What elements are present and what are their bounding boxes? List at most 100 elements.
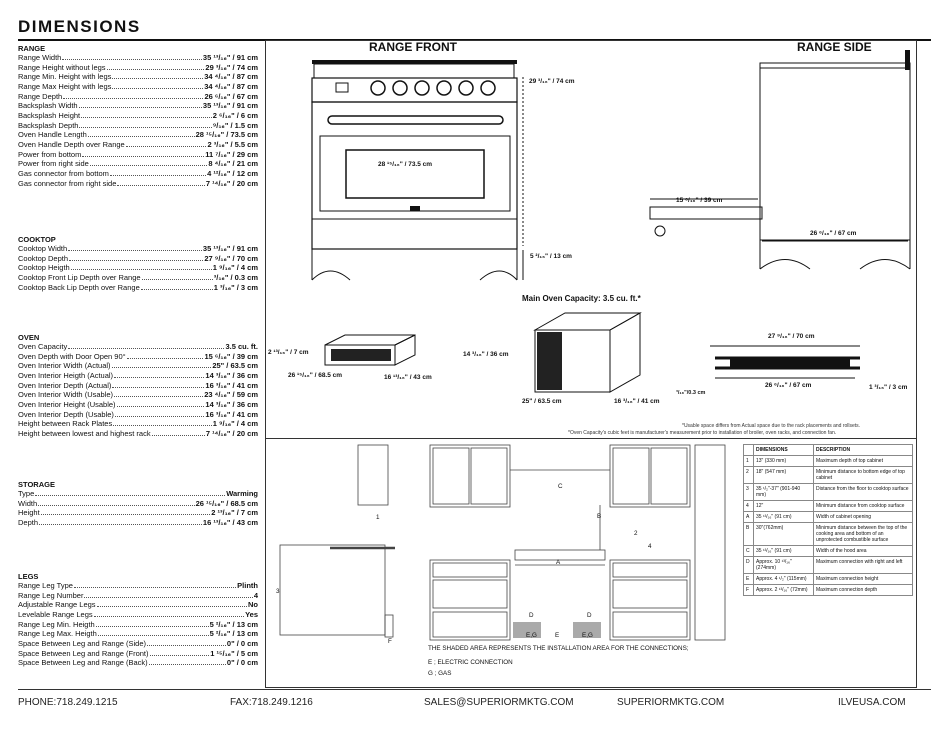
spec-value: 1 ⁹/₁₆" / 4 cm — [212, 263, 258, 273]
spec-header-key — [743, 444, 754, 456]
gas-legend: G ; GAS — [428, 670, 452, 677]
section-heading-cooktop: COOKTOP — [18, 235, 56, 244]
leader-dots — [89, 159, 208, 167]
oven-spec-row: Oven Interior Width (Actual)25" / 63.5 c… — [18, 361, 258, 371]
shaded-area-note: THE SHADED AREA REPRESENTS THE INSTALLAT… — [428, 645, 689, 652]
spec-dimension-cell: 13" (330 mm) — [753, 455, 814, 467]
spec-value: ³/₁₆" / 0.3 cm — [213, 272, 258, 282]
drawer-width-label: 26 ¹⁵/₁₆" / 68.5 cm — [288, 372, 343, 379]
leader-dots — [117, 179, 205, 186]
spec-key-cell: 4 — [743, 500, 754, 512]
section-heading-storage: STORAGE — [18, 480, 55, 489]
oven-spec-row: Oven Interior Width (Usable)23 ⁴/₁₆" / 5… — [18, 390, 258, 400]
spec-label: Oven Handle Length — [18, 130, 87, 140]
footer-site-superior[interactable]: SUPERIORMKTG.COM — [617, 697, 725, 708]
leader-dots — [140, 283, 213, 290]
range-side-title: RANGE SIDE — [797, 40, 872, 54]
callout-4: 4 — [648, 543, 652, 550]
spec-dimension-cell: 35 ¹³/₁₆" (91 cm) — [753, 511, 814, 523]
leader-dots — [84, 591, 253, 598]
drawer-drawing — [324, 334, 416, 366]
callout-d-left: D — [529, 612, 534, 619]
spec-value: No — [248, 600, 258, 610]
oven-height-label: 14 ³/₁₆" / 36 cm — [463, 351, 509, 358]
spec-header-description: DESCRIPTION — [813, 444, 913, 456]
spec-label: Range Leg Max. Heigth — [18, 629, 97, 639]
spec-key-cell: E — [743, 573, 754, 585]
spec-value: 7 ¹⁴/₁₆" / 20 cm — [205, 178, 258, 188]
spec-label: Gas connector from bottom — [18, 168, 109, 178]
spec-label: Type — [18, 489, 35, 498]
electric-legend: E ; ELECTRIC CONNECTION — [428, 659, 513, 666]
leader-dots — [114, 390, 204, 398]
section-heading-oven: OVEN — [18, 333, 40, 342]
cooktop-lip-front-label: ³/₁₆"/0.3 cm — [676, 390, 706, 396]
spec-value: 14 ³/₁₆" / 36 cm — [205, 370, 258, 380]
spec-label: Oven Depth with Door Open 90° — [18, 351, 126, 361]
spec-value: 1 ⁹/₁₆" / 4 cm — [212, 419, 258, 429]
leader-dots — [63, 92, 204, 99]
leader-dots — [73, 581, 237, 589]
side-door-label: 15 ⁶/₁₆" / 39 cm — [676, 197, 723, 204]
spec-value: 29 ³/₁₆" / 74 cm — [205, 62, 258, 72]
leader-dots — [68, 244, 202, 252]
leader-dots — [114, 371, 205, 379]
spec-label: Backsplash Height — [18, 110, 81, 120]
cooktop-lip-back-label: 1 ³/₁₆" / 3 cm — [869, 384, 908, 391]
front-height-label: 29 ³/₁₆" / 74 cm — [529, 78, 575, 85]
leader-dots — [95, 620, 209, 627]
leader-dots — [68, 342, 225, 350]
oven-spec-row: Oven Interior Heigth (Actual) 14 ³/₁₆" / … — [18, 371, 258, 381]
spec-label: Oven Interior Height (Usable) — [18, 399, 116, 409]
drawer-depth-label: 16 ¹³/₁₆" / 43 cm — [384, 374, 432, 381]
cooktop-profile-drawing — [710, 345, 860, 379]
spec-label: Range Width — [18, 53, 62, 62]
footer-site-ilve[interactable]: ILVEUSA.COM — [838, 697, 906, 708]
range-front-title: RANGE FRONT — [369, 40, 457, 54]
spec-dimension-cell: 18" (547 mm) — [753, 466, 814, 484]
spec-label: Range Min. Height with legs — [18, 72, 112, 82]
footer-email[interactable]: SALES@SUPERIORMKTG.COM — [424, 697, 574, 708]
spec-label: Oven Interior Depth (Actual) — [18, 380, 112, 390]
spec-value: 16 ³/₁₆" / 41 cm — [205, 380, 258, 390]
spec-value: 0" / 0 cm — [226, 658, 258, 668]
spec-key-cell: A — [743, 511, 754, 523]
spec-dimension-cell: 12" — [753, 500, 814, 512]
spec-value: 28 ¹⁵/₁₆" / 73.5 cm — [195, 130, 258, 140]
spec-description-cell: Width of cabinet opening — [813, 511, 913, 523]
spec-dimension-cell: 35 ¹/₂"-37" (901-940 mm) — [753, 483, 814, 501]
leader-dots — [112, 82, 204, 90]
leader-dots — [109, 169, 207, 177]
spec-label: Oven Interior Width (Actual) — [18, 361, 111, 371]
spec-value: 5 ²/₁₆" / 13 cm — [209, 619, 258, 629]
oven-width-label: 25" / 63.5 cm — [522, 398, 562, 405]
callout-f: F — [388, 638, 392, 645]
spec-label: Oven Interior Heigth (Actual) — [18, 370, 114, 380]
oven-spec-row: Oven Interior Depth (Actual) 16 ³/₁₆" / 4… — [18, 381, 258, 391]
spec-value: 3.5 cu. ft. — [225, 342, 258, 351]
e-label: E — [555, 632, 560, 639]
spec-label: Space Between Leg and Range (Side) — [18, 638, 147, 648]
callout-d-right: D — [587, 612, 592, 619]
spec-dimension-cell: 35 ¹³/₁₆" (91 cm) — [753, 545, 814, 557]
spec-value: 1 ³/₁₆" / 3 cm — [213, 282, 258, 292]
